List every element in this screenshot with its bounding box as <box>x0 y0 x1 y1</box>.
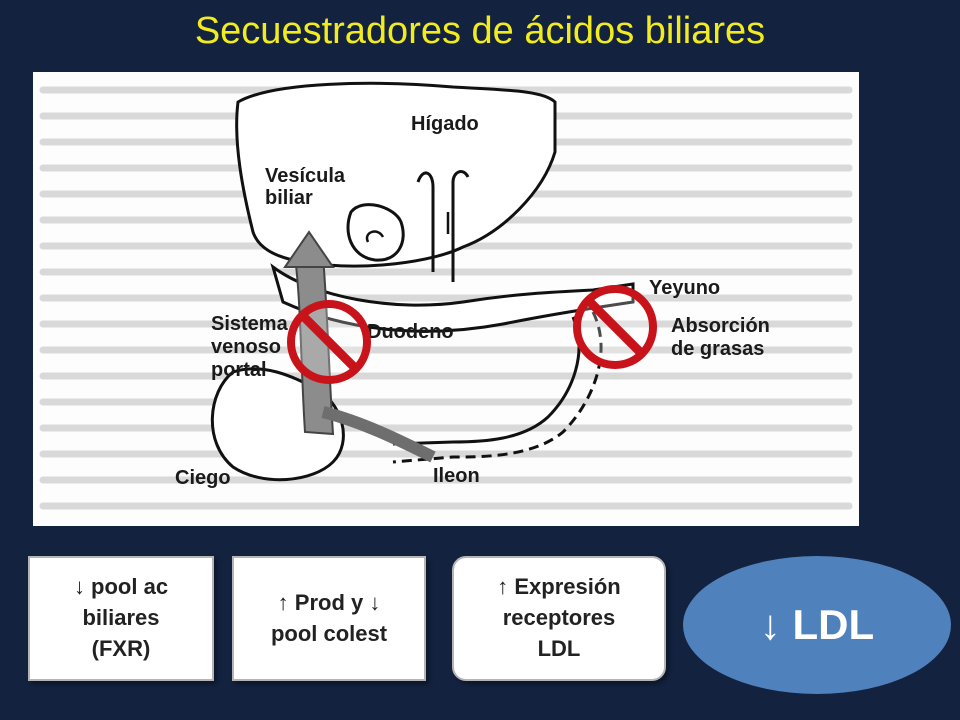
label-yeyuno: Yeyuno <box>649 277 720 299</box>
liver-outline <box>235 81 557 268</box>
effect-box-ldl-receptors-line1: ↑ Expresión <box>497 574 621 600</box>
digestive-diagram: Hígado Vesícula biliar Yeyuno Absorción … <box>33 72 859 526</box>
label-higado: Hígado <box>411 113 479 135</box>
effect-box-ldl-receptors-line3: LDL <box>537 635 581 661</box>
intestine-loop-inner <box>392 316 581 446</box>
slide-title: Secuestradores de ácidos biliares <box>194 10 766 52</box>
label-absorcion-1: Absorción <box>671 315 770 337</box>
intestine-loop <box>392 311 603 464</box>
effect-box-cholesterol: ↑ Prod y ↓ pool colest <box>232 556 426 681</box>
duodenum-outline <box>270 263 635 333</box>
effect-box-cholesterol-line1: ↑ Prod y ↓ <box>277 589 381 615</box>
result-ldl-label: ↓ LDL <box>759 601 875 648</box>
label-vesicula-1: Vesícula <box>265 165 346 187</box>
effect-box-bile-pool-line2: biliares <box>82 605 160 631</box>
effect-box-cholesterol-line2: pool colest <box>270 620 388 646</box>
label-vesicula-2: biliar <box>265 187 313 209</box>
ileum-to-portal-vessel <box>321 406 436 463</box>
label-duodeno: Duodeno <box>367 321 454 343</box>
gallbladder-arrow <box>365 230 385 243</box>
label-ileon: Ileon <box>433 465 480 487</box>
effect-box-bile-pool-line1: ↓ pool ac <box>73 574 169 600</box>
label-sistema-1: Sistema <box>211 313 289 335</box>
label-sistema-3: portal <box>211 359 267 381</box>
portal-vein-arrowhead <box>283 230 335 268</box>
result-ldl-ellipse: ↓ LDL <box>683 556 951 694</box>
label-absorcion-2: de grasas <box>671 338 764 360</box>
effect-box-bile-pool-line3: (FXR) <box>91 635 151 661</box>
bile-ducts <box>416 170 470 282</box>
label-sistema-2: venoso <box>211 336 281 358</box>
label-ciego: Ciego <box>175 467 231 489</box>
prohibition-icon-absorption <box>573 285 657 369</box>
effect-box-ldl-receptors: ↑ Expresión receptores LDL <box>452 556 666 681</box>
diagram-svg: Hígado Vesícula biliar Yeyuno Absorción … <box>39 81 853 510</box>
prohibition-icon-portal <box>287 300 371 384</box>
effect-box-ldl-receptors-line2: receptores <box>502 605 616 631</box>
effect-box-bile-pool: ↓ pool ac biliares (FXR) <box>28 556 214 681</box>
